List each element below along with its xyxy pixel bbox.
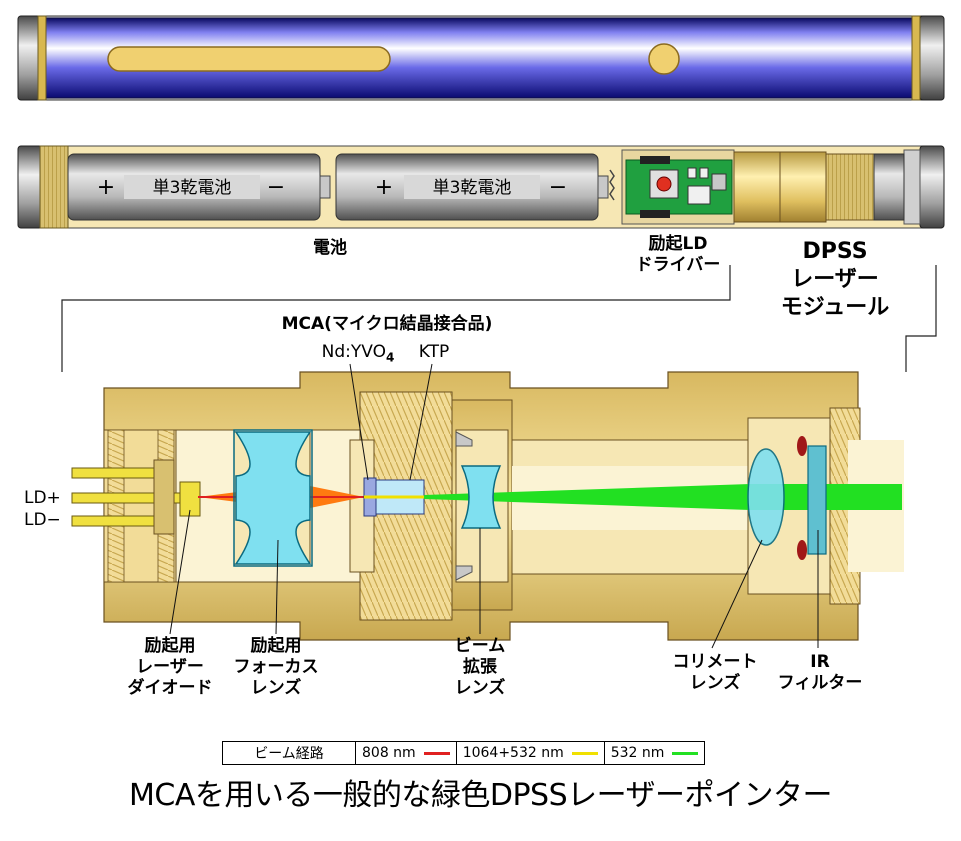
beam-expander-line-3: レンズ	[454, 678, 506, 698]
pump-diode-line-1: 励起用	[144, 636, 196, 656]
legend-item-1064: 1064+532 nm	[455, 742, 604, 764]
legend-swatch-532	[672, 751, 699, 755]
pointer-exterior	[17, 15, 945, 101]
battery-2: + 単3乾電池 −	[335, 153, 609, 221]
power-button	[648, 43, 680, 75]
ld-driver-line-1: 励起LD	[648, 234, 708, 254]
beam-expander-line-2: 拡張	[463, 657, 497, 677]
legend-swatch-1064	[571, 751, 598, 755]
ld-minus-label: LD−	[24, 510, 61, 530]
page-title: MCAを用いる一般的な緑色DPSSレーザーポインター	[128, 778, 833, 813]
ld-plus-label: LD+	[24, 488, 61, 508]
ld-pins	[71, 459, 201, 535]
pump-diode-label: 励起用 レーザー ダイオード	[112, 636, 228, 699]
ir-filter	[807, 445, 827, 555]
ndyvo4-subscript: 4	[385, 350, 395, 365]
pump-diode-line-2: レーザー	[136, 657, 204, 677]
beam-532-expanding	[424, 484, 750, 510]
o-ring-bottom	[797, 540, 807, 560]
battery-label: 電池	[313, 238, 347, 258]
expander-lens	[460, 465, 502, 529]
pump-diode-line-3: ダイオード	[127, 678, 213, 698]
focus-lens-line-2: フォーカス	[233, 657, 319, 677]
legend-item-532-label: 532 nm	[610, 745, 665, 761]
callout-lines	[61, 265, 937, 372]
legend-swatch-808	[423, 751, 450, 755]
pointer-cutaway: + 単3乾電池 − + 単3乾電池 −	[17, 145, 945, 229]
ir-filter-line-2: フィルター	[777, 673, 863, 693]
beam-expander-line-1: ビーム	[454, 636, 506, 656]
battery-2-label: 単3乾電池	[433, 178, 512, 198]
ld-driver-label: 励起LD ドライバー	[618, 234, 738, 276]
ndyvo4-text: Nd:YVO	[321, 342, 386, 362]
dpss-module-label: DPSS レーザー モジュール	[760, 238, 910, 322]
focus-lens-label: 励起用 フォーカス レンズ	[218, 636, 334, 699]
ir-filter-line-1: IR	[810, 652, 830, 672]
collimator-line-2: レンズ	[689, 673, 741, 693]
o-ring-top	[797, 436, 807, 456]
ir-filter-label: IR フィルター	[770, 652, 870, 694]
leader-lines	[169, 363, 819, 649]
battery-1-plus: +	[97, 175, 115, 200]
beam-legend: ビーム経路 808 nm 1064+532 nm 532 nm	[222, 741, 706, 765]
legend-item-532: 532 nm	[603, 742, 705, 764]
dpss-line-3: モジュール	[780, 295, 890, 320]
dpss-line-1: DPSS	[802, 239, 868, 264]
beam-expander-label: ビーム 拡張 レンズ	[440, 636, 520, 699]
pocket-clip	[107, 46, 391, 72]
ktp-label: KTP	[418, 342, 450, 362]
battery-2-minus: −	[549, 175, 567, 200]
ndyvo4-label: Nd:YVO4	[318, 342, 398, 368]
laser-diode-body	[179, 481, 201, 517]
legend-item-808-label: 808 nm	[362, 745, 416, 761]
focus-lens-line-1: 励起用	[250, 636, 302, 656]
focus-lens-line-3: レンズ	[250, 678, 302, 698]
ld-driver-board	[621, 149, 735, 225]
dpss-module-exterior	[733, 151, 905, 223]
legend-title: ビーム経路	[254, 746, 324, 762]
mca-label: MCA(マイクロ結晶接合品)	[281, 314, 493, 334]
dpss-line-2: レーザー	[791, 267, 879, 292]
legend-item-808: 808 nm	[355, 742, 456, 764]
legend-item-1064-label: 1064+532 nm	[462, 745, 564, 761]
battery-1-minus: −	[267, 175, 285, 200]
collimator-lens	[747, 448, 785, 546]
battery-1-label: 単3乾電池	[153, 178, 232, 198]
collimator-line-1: コリメート	[672, 652, 758, 672]
battery-2-plus: +	[375, 175, 393, 200]
collimator-label: コリメート レンズ	[660, 652, 770, 694]
ld-driver-line-2: ドライバー	[635, 255, 721, 275]
focus-lens	[234, 431, 312, 565]
spring-icon	[609, 169, 615, 201]
battery-1: + 単3乾電池 −	[67, 153, 331, 221]
